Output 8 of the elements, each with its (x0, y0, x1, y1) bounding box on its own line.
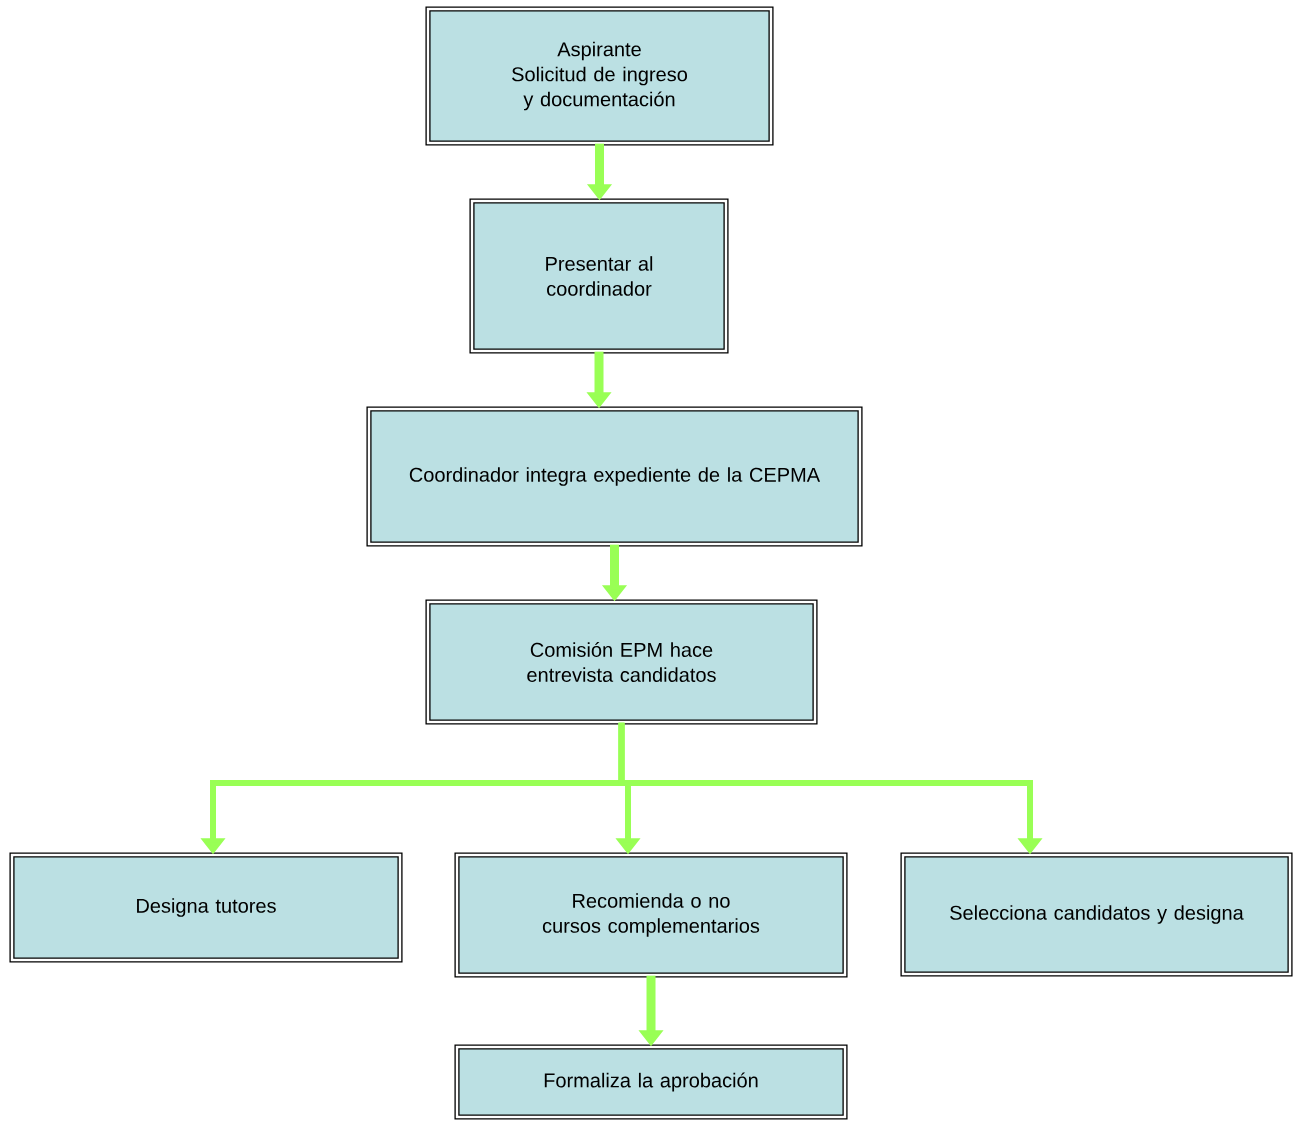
process-box: Recomienda o no cursos complementarios (454, 852, 848, 978)
process-box: Designa tutores (9, 852, 403, 963)
process-box: Comisión EPM hace entrevista candidatos (425, 599, 818, 725)
process-box: Formaliza la aprobación (454, 1044, 848, 1120)
process-box: Aspirante Solicitud de ingreso y documentación (425, 6, 774, 146)
process-box: Selecciona candidatos y designa (900, 852, 1293, 977)
process-box: Presentar al coordinador (469, 198, 729, 354)
process-box: Coordinador integra expediente de la CEPMA (366, 406, 863, 547)
